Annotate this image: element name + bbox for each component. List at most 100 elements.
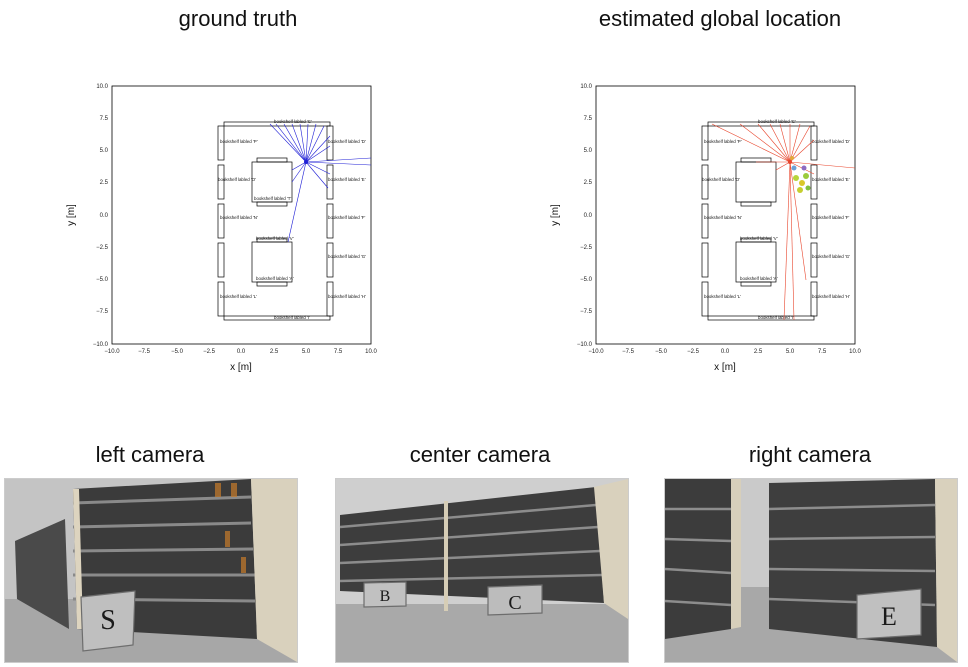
estimated-location-title: estimated global location [598, 6, 842, 31]
y-axis-label: y [m] [66, 204, 77, 226]
shelf-label-l: bookshelf labled 'L' [704, 294, 741, 299]
x-tick-labels: −10.0 −7.5 −5.0 −2.5 0.0 2.5 5.0 7.5 10.… [588, 349, 861, 355]
y-tick: 5.0 [584, 148, 593, 154]
y-tick: −10.0 [577, 342, 593, 348]
shelf-label-g: bookshelf labled 'G' [328, 254, 366, 259]
shelf-label-g: bookshelf labled 'G' [812, 254, 850, 259]
y-tick: 0.0 [100, 213, 109, 219]
shelf-sign-c [487, 584, 543, 616]
x-tick: 0.0 [721, 349, 730, 355]
y-tick: −7.5 [96, 309, 109, 315]
shelf-label-o: bookshelf labled 'O' [218, 177, 256, 182]
shelf-label-i: bookshelf labled 'I' [274, 315, 310, 320]
x-axis-label: x [m] [714, 362, 736, 373]
x-tick: −2.5 [203, 349, 216, 355]
x-tick: −5.0 [655, 349, 668, 355]
center-camera-title: center camera [409, 442, 551, 467]
estimated-rays [711, 123, 856, 321]
center-camera-view: B C [335, 478, 629, 663]
sign-letter: S [100, 605, 116, 636]
bookshelf [665, 479, 731, 639]
x-tick: 2.5 [270, 349, 279, 355]
x-tick: 5.0 [302, 349, 311, 355]
x-tick: 0.0 [237, 349, 246, 355]
y-tick-labels: 10.0 7.5 5.0 2.5 0.0 −2.5 −5.0 −7.5 −10.… [93, 84, 109, 348]
shelf-label-i: bookshelf labled 'I' [758, 315, 794, 320]
left-camera-title: left camera [95, 442, 205, 467]
y-tick: −2.5 [580, 245, 593, 251]
y-axis-label: y [m] [550, 204, 561, 226]
y-tick: 10.0 [580, 84, 592, 90]
ground-truth-title: ground truth [178, 6, 298, 31]
ground-truth-plot: 10.0 7.5 5.0 2.5 0.0 −2.5 −5.0 −7.5 −10.… [66, 84, 377, 373]
y-tick: 2.5 [100, 180, 109, 186]
shelf-label-c: bookshelf labled 'C' [274, 119, 312, 124]
x-tick: 7.5 [818, 349, 827, 355]
particle [793, 175, 799, 181]
shelf-labels: bookshelf labled 'C' bookshelf labled 'P… [702, 119, 850, 320]
y-tick: −5.0 [96, 277, 109, 283]
shelf-label-e: bookshelf labled 'E' [812, 177, 850, 182]
y-tick: 10.0 [96, 84, 108, 90]
estimated-location-plot: 10.0 7.5 5.0 2.5 0.0 −2.5 −5.0 −7.5 −10.… [550, 84, 861, 373]
shelf-sign-e [856, 588, 922, 640]
shelf-sign-b [363, 581, 407, 608]
shelf-labels: bookshelf labled 'C' bookshelf labled 'P… [218, 119, 366, 320]
shelf-label-p: bookshelf labled 'P' [220, 139, 258, 144]
y-tick: 7.5 [584, 116, 593, 122]
shelf-label-c: bookshelf labled 'C' [758, 119, 796, 124]
x-tick: 2.5 [754, 349, 763, 355]
shelf-label-v: bookshelf labled 'V' [740, 236, 778, 241]
shelf-label-f: bookshelf labled 'F' [328, 215, 365, 220]
x-tick: 7.5 [334, 349, 343, 355]
shelf-label-l: bookshelf labled 'L' [220, 294, 257, 299]
x-tick-labels: −10.0 −7.5 −5.0 −2.5 0.0 2.5 5.0 7.5 10.… [104, 349, 377, 355]
y-tick-labels: 10.0 7.5 5.0 2.5 0.0 −2.5 −5.0 −7.5 −10.… [577, 84, 593, 348]
shelf-sign-s [80, 590, 136, 652]
shelf-label-f: bookshelf labled 'F' [812, 215, 849, 220]
y-tick: 0.0 [584, 213, 593, 219]
x-tick: 5.0 [786, 349, 795, 355]
y-tick: 7.5 [100, 116, 109, 122]
x-tick: −10.0 [104, 349, 120, 355]
shelf-label-d: bookshelf labled 'D' [812, 139, 850, 144]
particle [791, 165, 797, 171]
right-camera-view: E [664, 478, 958, 663]
y-tick: −2.5 [96, 245, 109, 251]
x-tick: −7.5 [622, 349, 635, 355]
y-tick: −5.0 [580, 277, 593, 283]
y-tick: −10.0 [93, 342, 109, 348]
sign-letter: B [380, 588, 391, 605]
x-axis-label: x [m] [230, 362, 252, 373]
shelf-label-h: bookshelf labled 'H' [812, 294, 850, 299]
shelf-label-o: bookshelf labled 'O' [702, 177, 740, 182]
y-tick: 2.5 [584, 180, 593, 186]
bookshelf [340, 487, 604, 603]
shelf-label-d: bookshelf labled 'D' [328, 139, 366, 144]
particle [805, 185, 811, 191]
estimated-position-marker [788, 160, 792, 164]
sign-letter: E [881, 602, 897, 631]
shelf-label-t: bookshelf labled 'T' [254, 196, 291, 201]
x-tick: 10.0 [365, 349, 377, 355]
y-tick: 5.0 [100, 148, 109, 154]
shelf-label-e: bookshelf labled 'E' [328, 177, 366, 182]
y-tick: −7.5 [580, 309, 593, 315]
particle-cloud [790, 156, 811, 193]
x-tick: −5.0 [171, 349, 184, 355]
shelf-label-n: bookshelf labled 'N' [220, 215, 258, 220]
particle [803, 173, 809, 179]
x-tick: −7.5 [138, 349, 151, 355]
shelf-label-p: bookshelf labled 'P' [704, 139, 742, 144]
robot-position-marker [304, 160, 308, 164]
particle [801, 165, 807, 171]
particle [790, 156, 794, 160]
shelf-label-n: bookshelf labled 'N' [704, 215, 742, 220]
shelf-label-a: bookshelf labled 'A' [740, 276, 778, 281]
right-camera-title: right camera [748, 442, 872, 467]
left-camera-view: S [4, 478, 298, 663]
particle [797, 187, 803, 193]
ground-truth-rays [269, 123, 372, 243]
shelf-label-h: bookshelf labled 'H' [328, 294, 366, 299]
x-tick: 10.0 [849, 349, 861, 355]
